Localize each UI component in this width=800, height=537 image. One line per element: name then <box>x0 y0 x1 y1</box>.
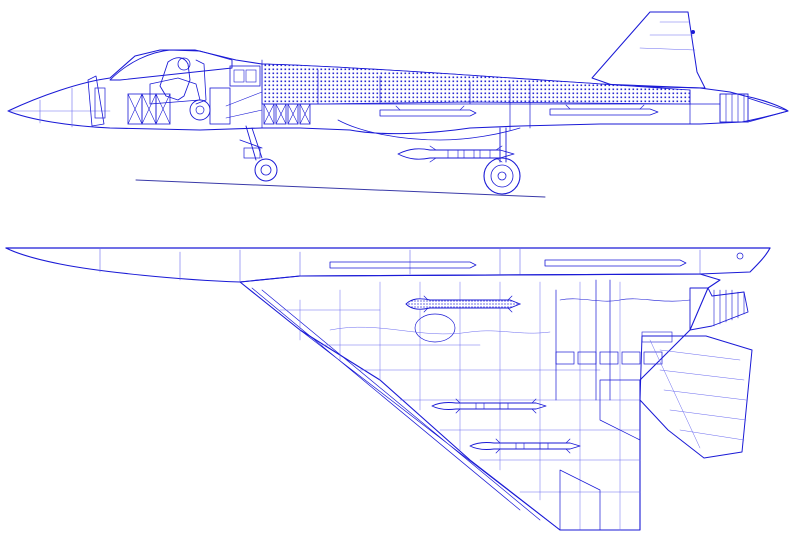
engine-nozzle <box>719 93 789 123</box>
fuselage-half <box>5 247 771 283</box>
bay-missile <box>379 109 477 117</box>
side-view <box>7 11 789 198</box>
pilot-figure <box>149 57 207 105</box>
intake-fairing <box>337 119 521 141</box>
nose-landing-gear <box>239 125 278 182</box>
engine-plan <box>689 287 749 331</box>
main-landing-gear <box>483 127 521 195</box>
avionics-bay <box>127 65 263 125</box>
bay-missile <box>549 108 659 116</box>
canopy <box>109 49 233 81</box>
external-missile <box>397 145 515 163</box>
horizontal-tail <box>639 335 753 459</box>
fuel-tank-area <box>261 63 691 105</box>
structural-boxes <box>555 279 673 401</box>
bay-store-mesh <box>405 295 522 313</box>
wing-missile <box>469 438 581 454</box>
weapon-bay-cells <box>263 103 311 125</box>
plan-view <box>5 247 771 531</box>
wing-missile <box>431 398 547 414</box>
wing-outline <box>239 273 721 531</box>
ground-line <box>135 179 546 198</box>
